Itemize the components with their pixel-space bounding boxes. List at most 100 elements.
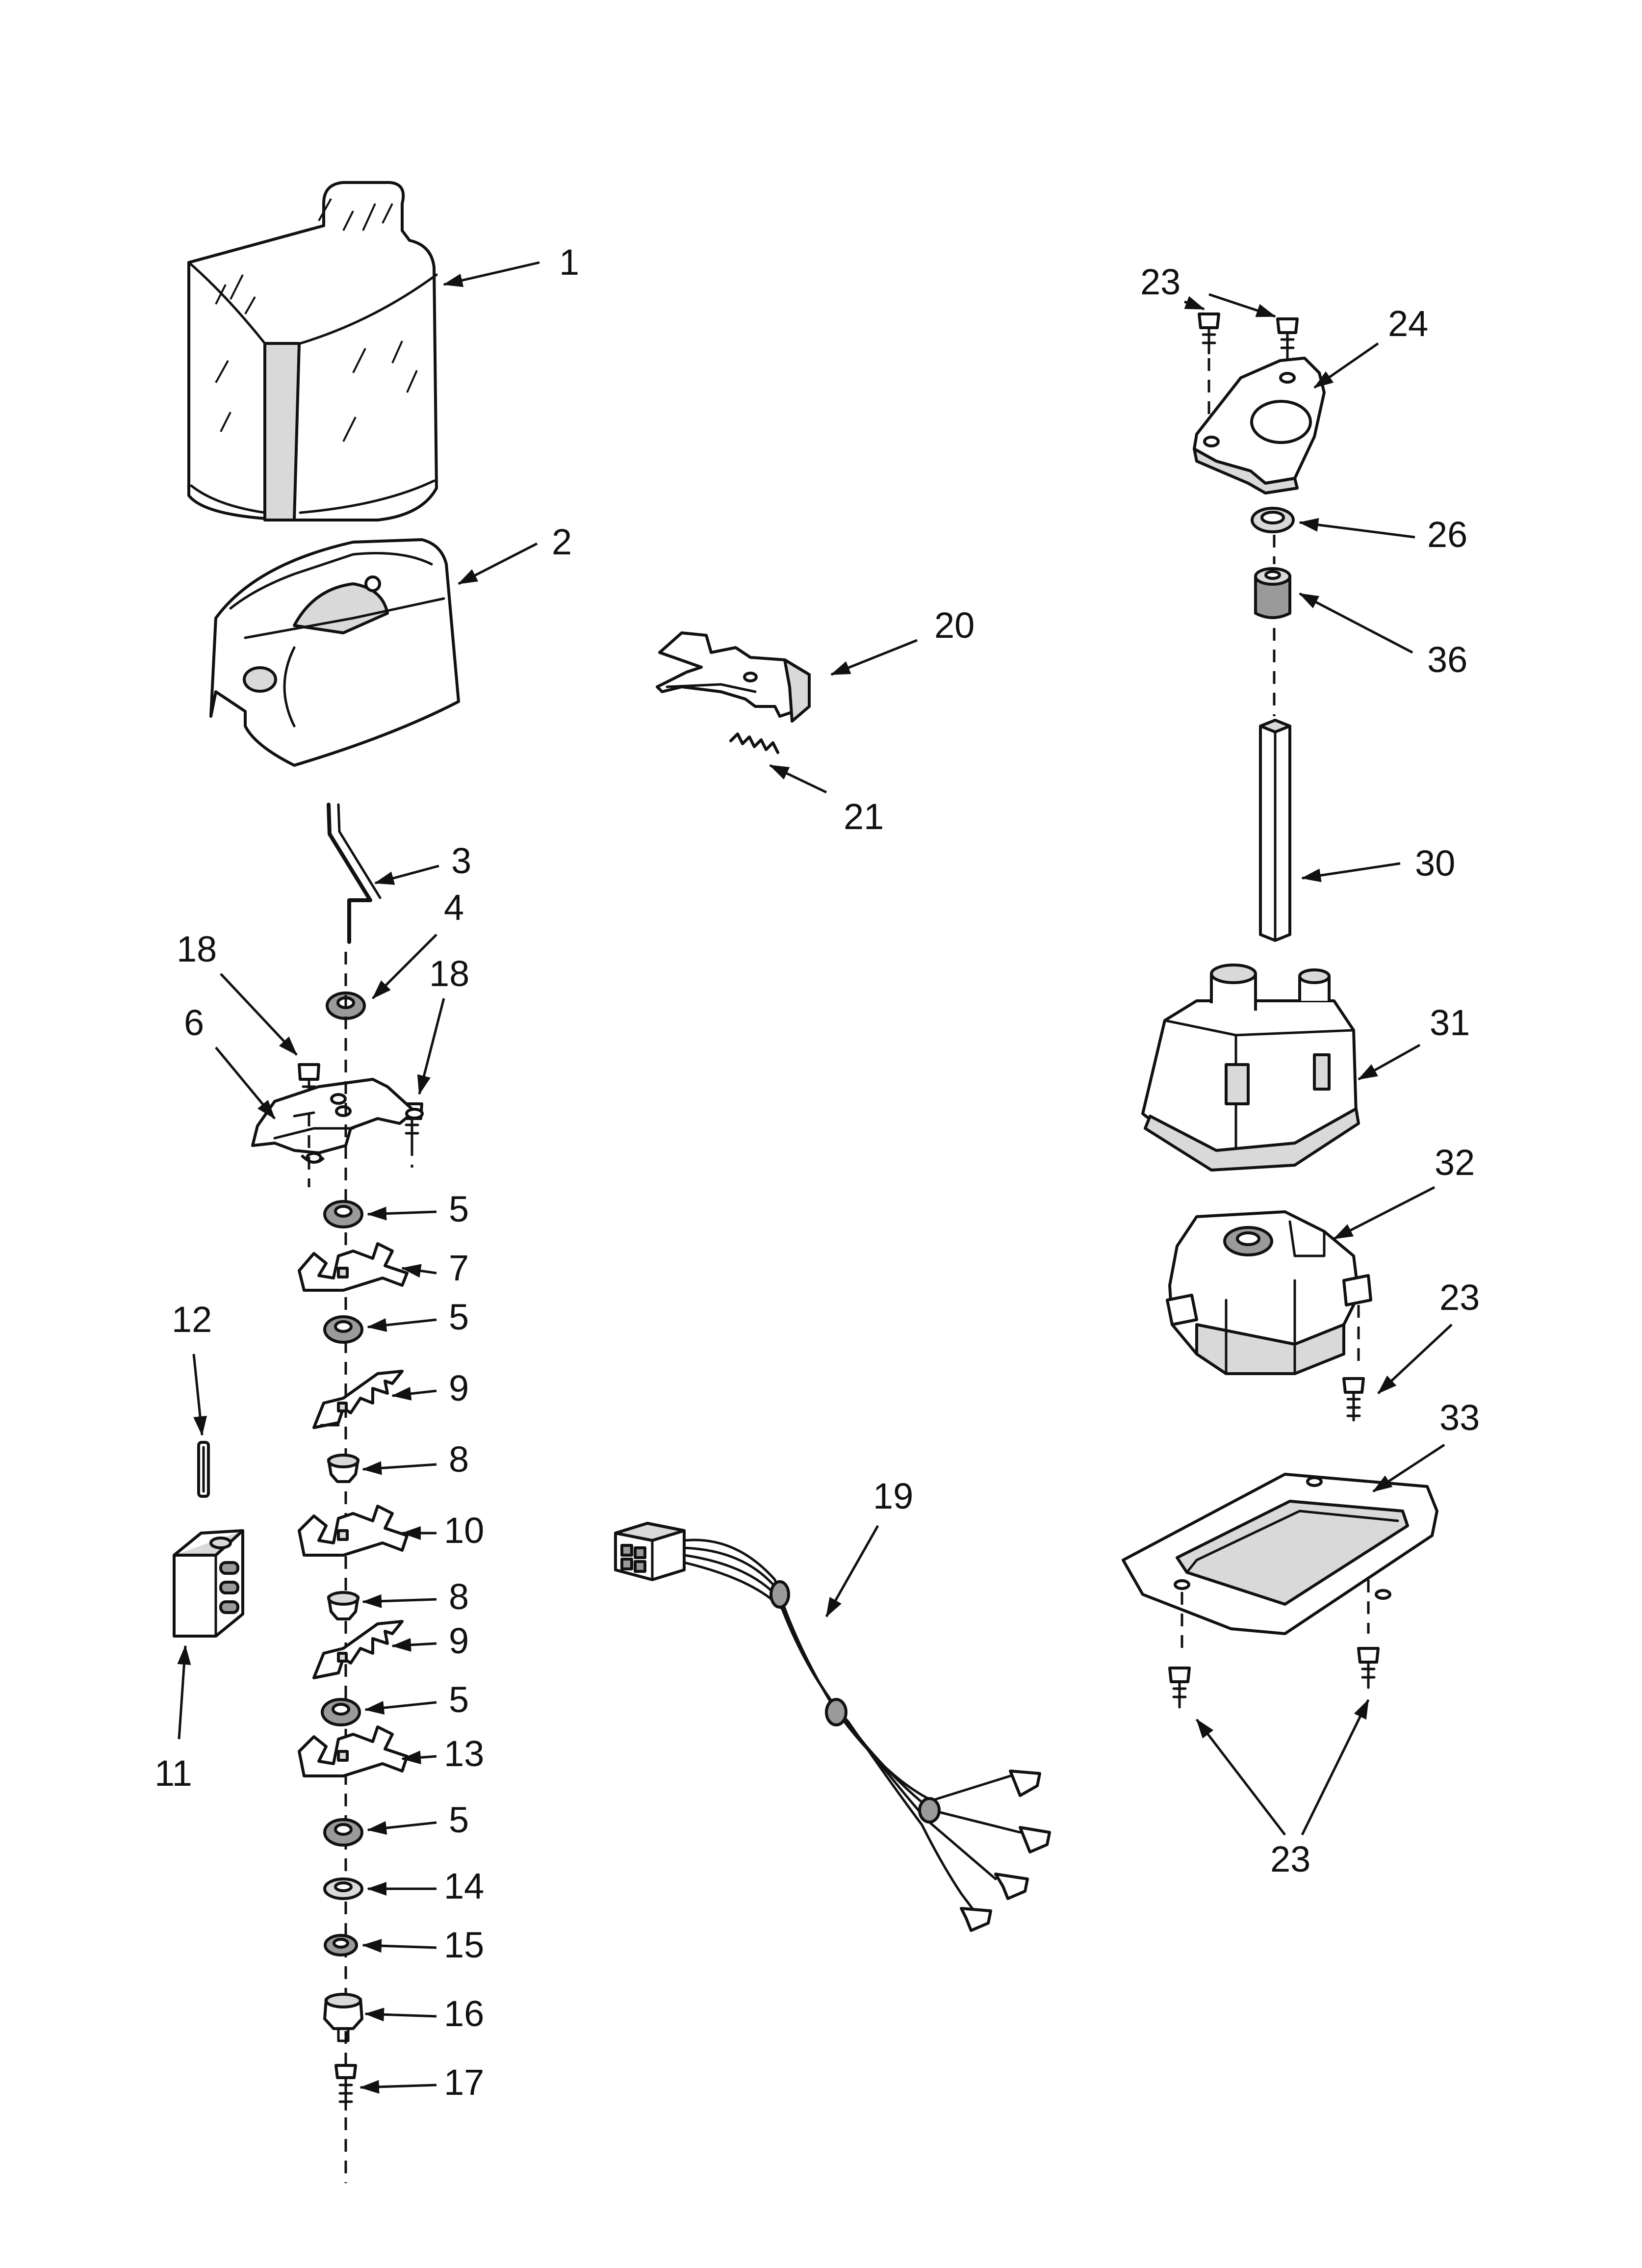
callout-8-b: 8 (449, 1576, 469, 1617)
callout-5-b: 5 (449, 1297, 469, 1337)
callout-23-mid: 23 (1439, 1277, 1480, 1318)
callout-18-right: 18 (429, 953, 469, 994)
callout-20: 20 (934, 605, 975, 646)
callout-17: 17 (444, 2062, 484, 2103)
callout-10: 10 (444, 1510, 484, 1551)
leader-18-left (220, 973, 298, 1056)
leader-23-top-left (1184, 296, 1205, 311)
leader-5-d (367, 1821, 437, 1835)
part-15-washer (324, 1934, 358, 1956)
callout-5-c: 5 (449, 1679, 469, 1720)
leader-8-b (362, 1594, 437, 1608)
callout-26: 26 (1427, 514, 1467, 555)
callout-1: 1 (559, 242, 579, 283)
part-11-block (173, 1529, 244, 1638)
leader-26 (1299, 518, 1415, 539)
callout-13: 13 (444, 1733, 484, 1774)
leader-23-top-right (1208, 293, 1276, 318)
leader-24 (1313, 342, 1379, 389)
part-2-auger-housing (209, 538, 460, 767)
callout-18-left: 18 (177, 929, 217, 969)
part-17-screw (334, 2064, 357, 2111)
part-5-spacer-a (323, 1200, 363, 1228)
callout-15: 15 (444, 1925, 484, 1965)
leader-1 (443, 261, 540, 287)
leader-23-bottom-right (1301, 1699, 1370, 1836)
part-31-motor-cover (1141, 964, 1360, 1172)
part-12-pin (197, 1441, 210, 1498)
callout-21: 21 (844, 796, 884, 837)
part-19-wire-harness (614, 1522, 1051, 1932)
callout-16: 16 (444, 1993, 484, 2034)
part-10-blade (298, 1505, 409, 1557)
callout-7: 7 (449, 1248, 469, 1288)
callout-33: 33 (1439, 1397, 1480, 1438)
part-23-screw-top-right (1276, 317, 1299, 360)
part-24-motor-bracket (1193, 357, 1326, 495)
leader-21 (769, 764, 827, 794)
callout-36: 36 (1427, 639, 1467, 680)
leader-20 (830, 639, 918, 676)
part-9-blade-b (312, 1620, 404, 1679)
callout-5-d: 5 (449, 1799, 469, 1840)
part-14-washer (323, 1877, 363, 1900)
part-6-plate (251, 1078, 424, 1164)
callout-19: 19 (873, 1476, 913, 1516)
part-23-screw-bottom-left (1168, 1667, 1191, 1709)
part-16-nut (323, 1993, 363, 2042)
leader-6 (215, 1046, 276, 1120)
part-23-screw-top-left (1198, 313, 1220, 355)
callout-8-a: 8 (449, 1439, 469, 1480)
part-9-blade-a (312, 1370, 404, 1429)
callout-5-a: 5 (449, 1189, 469, 1229)
callout-9-a: 9 (449, 1368, 469, 1408)
leader-4 (372, 934, 437, 999)
part-13-blade (298, 1725, 409, 1777)
leader-2 (458, 542, 538, 585)
leader-5-b (367, 1318, 437, 1332)
callout-32: 32 (1435, 1142, 1475, 1183)
callout-4: 4 (444, 887, 464, 928)
callout-3: 3 (451, 840, 471, 881)
part-8-bushing-b (327, 1591, 359, 1620)
leader-31 (1358, 1043, 1421, 1081)
leader-7 (401, 1264, 437, 1278)
leader-23-bottom-left (1196, 1719, 1286, 1836)
leader-33 (1372, 1443, 1445, 1493)
leader-23-mid (1377, 1324, 1453, 1394)
part-21-spring (729, 732, 779, 754)
callout-30: 30 (1415, 843, 1455, 884)
part-36-coupler (1254, 567, 1291, 619)
leader-18-right (417, 998, 445, 1095)
part-5-spacer-b (323, 1315, 363, 1344)
leader-9-b (391, 1638, 437, 1652)
leader-5-c (364, 1701, 437, 1715)
part-23-screw-bottom-right (1357, 1647, 1380, 1689)
callout-23-bottom: 23 (1270, 1839, 1310, 1879)
leader-13 (401, 1750, 437, 1765)
callout-11: 11 (154, 1753, 192, 1794)
part-1-ice-bin (187, 181, 438, 521)
callout-6: 6 (184, 1002, 204, 1043)
part-33-mounting-plate (1122, 1473, 1438, 1635)
part-26-washer (1251, 507, 1295, 533)
callout-9-b: 9 (449, 1620, 469, 1661)
part-7-blade (298, 1242, 409, 1292)
part-8-bushing-a (327, 1454, 359, 1483)
leader-16 (364, 2007, 437, 2022)
callout-2: 2 (552, 521, 572, 562)
leader-15 (362, 1939, 437, 1953)
part-20-bracket (656, 631, 811, 723)
part-23-screw-mid (1342, 1377, 1365, 1422)
leader-9-a (391, 1386, 437, 1401)
callout-14: 14 (444, 1866, 484, 1906)
part-30-drive-shaft (1259, 719, 1291, 942)
leader-5-a (367, 1206, 437, 1221)
leader-32 (1333, 1186, 1436, 1240)
callout-23-top: 23 (1140, 261, 1180, 302)
leader-30 (1301, 862, 1401, 883)
part-5-spacer-d (323, 1818, 363, 1847)
leader-11 (177, 1645, 191, 1740)
part-5-spacer-c (321, 1698, 361, 1726)
